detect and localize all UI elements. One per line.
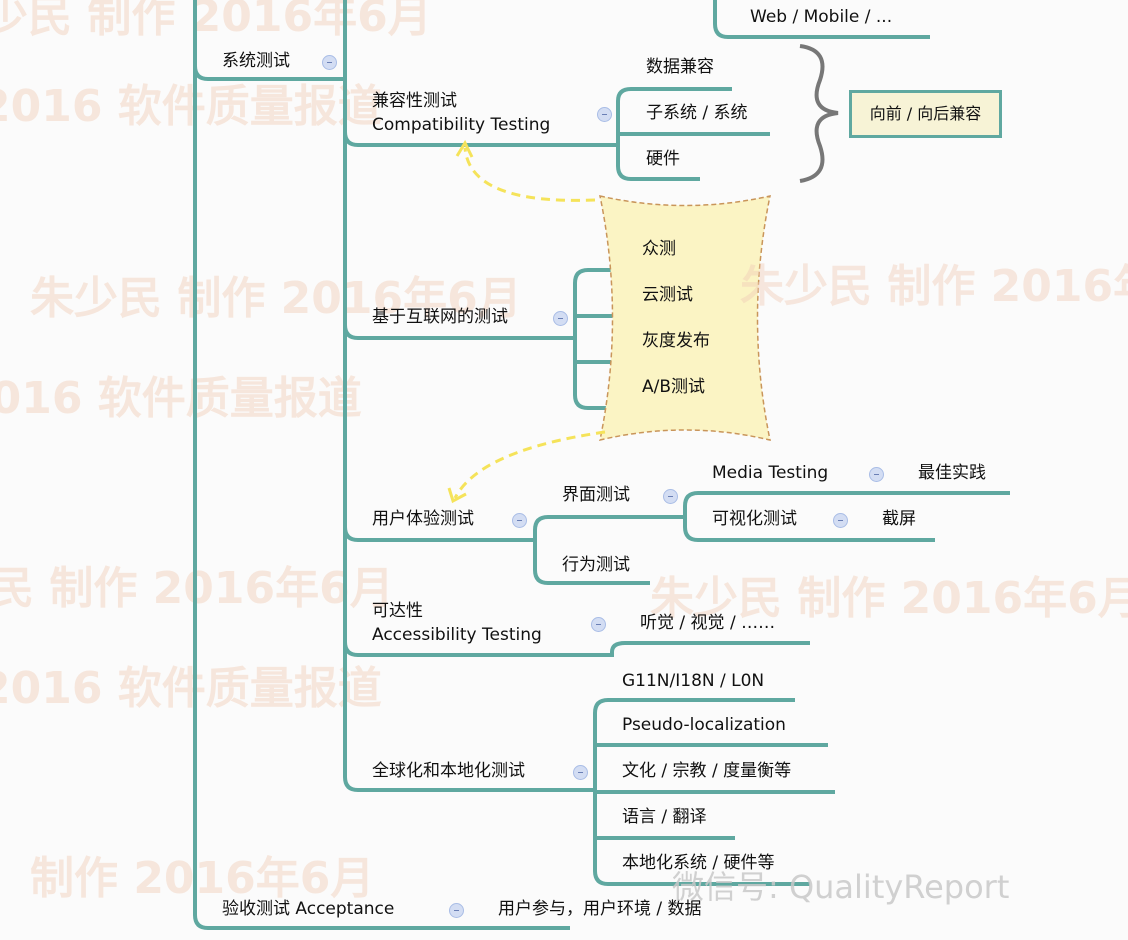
- node-media-testing[interactable]: Media Testing: [712, 463, 829, 483]
- brace: [799, 44, 839, 183]
- node-ui-testing[interactable]: 界面测试: [562, 485, 630, 505]
- summary-box[interactable]: 向前 / 向后兼容: [849, 90, 1002, 138]
- collapse-button[interactable]: [322, 55, 337, 70]
- node-access-cn[interactable]: 可达性: [372, 601, 423, 621]
- collapse-button[interactable]: [833, 513, 848, 528]
- node-g11n[interactable]: G11N/I18N / L0N: [622, 671, 765, 691]
- node-ab-test[interactable]: A/B测试: [642, 377, 706, 397]
- node-visual-testing[interactable]: 可视化测试: [712, 509, 797, 529]
- collapse-button[interactable]: [591, 617, 606, 632]
- node-access-en[interactable]: Accessibility Testing: [372, 625, 542, 645]
- watermark: 2016 软件质量报道: [0, 663, 382, 714]
- node-internet[interactable]: 基于互联网的测试: [372, 307, 508, 327]
- node-gray-release[interactable]: 灰度发布: [642, 331, 710, 351]
- node-user-env[interactable]: 用户参与，用户环境 / 数据: [498, 899, 702, 919]
- node-best-practice[interactable]: 最佳实践: [918, 463, 986, 483]
- node-local-system[interactable]: 本地化系统 / 硬件等: [622, 853, 775, 873]
- collapse-button[interactable]: [512, 513, 527, 528]
- watermark: 朱少民 制作 2016年6月: [0, 0, 432, 42]
- node-subsystem[interactable]: 子系统 / 系统: [646, 103, 748, 123]
- node-hearing-vision[interactable]: 听觉 / 视觉 / ……: [640, 613, 776, 633]
- arrow-head: [447, 487, 467, 504]
- node-data-compat[interactable]: 数据兼容: [646, 57, 714, 77]
- relation-arrow: [453, 430, 606, 499]
- collapse-button[interactable]: [573, 765, 588, 780]
- relation-arrow: [463, 147, 596, 202]
- watermark: 2016 软件质量报道: [0, 81, 382, 132]
- watermark: 朱少民 制作 2016年: [740, 261, 1128, 312]
- node-web-mobile[interactable]: Web / Mobile / ...: [750, 7, 893, 27]
- node-language[interactable]: 语言 / 翻译: [622, 807, 707, 827]
- node-culture[interactable]: 文化 / 宗教 / 度量衡等: [622, 761, 792, 781]
- node-crowdtest[interactable]: 众测: [642, 239, 676, 259]
- node-acceptance[interactable]: 验收测试 Acceptance: [222, 899, 395, 919]
- node-compat-en[interactable]: Compatibility Testing: [372, 115, 551, 135]
- collapse-button[interactable]: [597, 107, 612, 122]
- node-cloud-test[interactable]: 云测试: [642, 285, 693, 305]
- node-compat-cn[interactable]: 兼容性测试: [372, 91, 457, 111]
- cloud-callout: [599, 195, 771, 441]
- watermark: 2016 软件质量报道: [0, 373, 362, 424]
- watermark: 制作 2016年6月: [30, 853, 375, 904]
- node-screenshot[interactable]: 截屏: [882, 509, 916, 529]
- collapse-button[interactable]: [869, 467, 884, 482]
- node-ux[interactable]: 用户体验测试: [372, 509, 474, 529]
- node-behavior-testing[interactable]: 行为测试: [562, 555, 630, 575]
- collapse-button[interactable]: [553, 311, 568, 326]
- wechat-watermark: 微信号: QualityReport: [672, 868, 1010, 906]
- watermark: 朱少民 制作 2016年6月: [30, 273, 522, 324]
- node-pseudo-l10n[interactable]: Pseudo-localization: [622, 715, 786, 735]
- collapse-button[interactable]: [663, 489, 678, 504]
- node-system-testing[interactable]: 系统测试: [222, 51, 290, 71]
- collapse-button[interactable]: [449, 903, 464, 918]
- arrow-head: [455, 139, 474, 158]
- node-hardware[interactable]: 硬件: [646, 149, 680, 169]
- watermark: 朱少民 制作 2016年6月: [650, 573, 1128, 624]
- node-global[interactable]: 全球化和本地化测试: [372, 761, 525, 781]
